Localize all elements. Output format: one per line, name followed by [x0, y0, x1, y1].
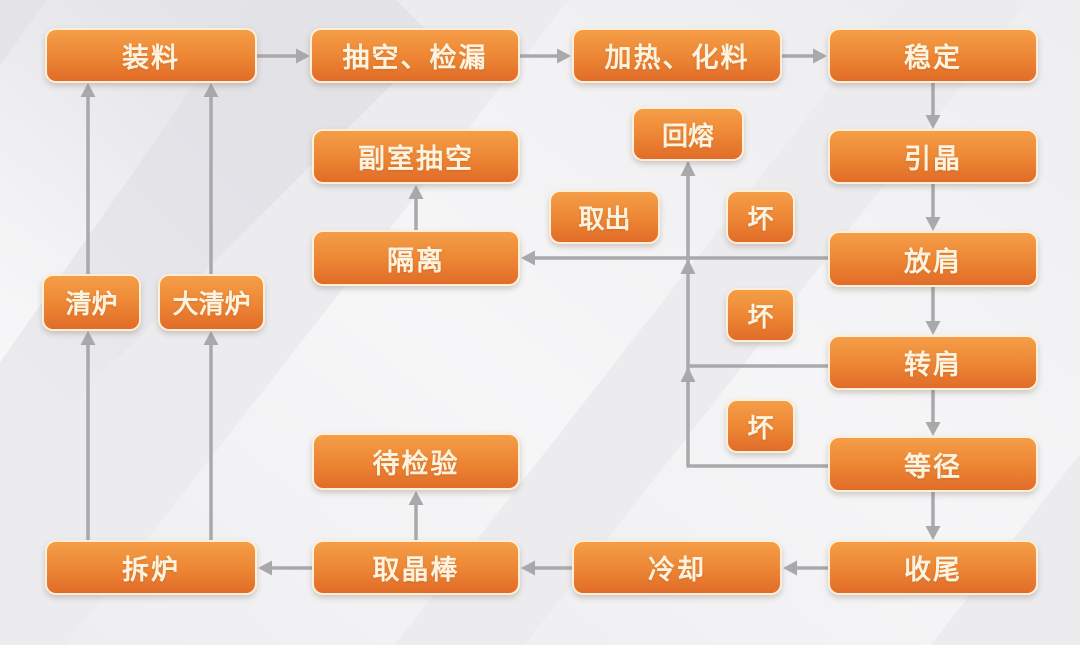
node-daqinglu: 大清炉	[158, 274, 265, 331]
node-quchu: 取出	[549, 190, 660, 244]
node-dengjing: 等径	[828, 436, 1038, 492]
node-shouwei: 收尾	[828, 540, 1038, 595]
arrow-chailu-to-qinglu	[80, 331, 96, 540]
arrow-shouwei-to-lengque	[783, 560, 828, 576]
node-wending: 稳定	[828, 28, 1038, 83]
node-huai-3: 坏	[726, 399, 795, 453]
node-lengque: 冷却	[572, 540, 782, 595]
node-qinglu: 清炉	[42, 274, 141, 331]
arrow-fangjian-to-geli	[521, 250, 828, 266]
arrow-wending-to-yinjing	[925, 83, 941, 129]
branch-trunk-to-huirong	[680, 161, 696, 466]
arrow-jiare-to-wending	[782, 48, 827, 64]
arrow-yinjing-to-fangjian	[925, 184, 941, 231]
node-daijianyan: 待检验	[312, 433, 520, 490]
node-yinjing: 引晶	[828, 129, 1038, 184]
node-huai-1: 坏	[726, 190, 795, 244]
node-qujingbang: 取晶棒	[312, 540, 520, 595]
node-zhuangliao: 装料	[45, 28, 257, 83]
arrow-daqinglu-to-zhuangliao	[203, 83, 219, 274]
node-choukong-jianlou: 抽空、检漏	[310, 28, 520, 83]
node-huirong: 回熔	[632, 107, 744, 161]
node-geli: 隔离	[312, 230, 520, 286]
node-fushichoukong: 副室抽空	[312, 129, 520, 184]
arrow-qujingbang-to-daijianyan	[408, 491, 424, 540]
node-huai-2: 坏	[726, 288, 795, 342]
node-jiare-hualiao: 加热、化料	[572, 28, 782, 83]
arrow-geli-to-fushichoukong	[408, 185, 424, 230]
node-zhuanjian: 转肩	[828, 335, 1038, 390]
arrow-zhuanjian-to-dengjing	[925, 390, 941, 436]
node-fangjian: 放肩	[828, 231, 1038, 287]
arrow-chailu-to-daqinglu	[203, 331, 219, 540]
arrow-zhuangliao-to-choukong	[257, 48, 310, 64]
arrow-fangjian-to-zhuanjian	[925, 287, 941, 335]
arrow-lengque-to-qujingbang	[521, 560, 572, 576]
node-chailu: 拆炉	[45, 540, 257, 595]
arrow-qujingbang-to-chailu	[258, 560, 312, 576]
arrow-qinglu-to-zhuangliao	[80, 83, 96, 274]
arrow-choukong-to-jiare	[520, 48, 571, 64]
arrow-dengjing-to-shouwei	[925, 492, 941, 540]
